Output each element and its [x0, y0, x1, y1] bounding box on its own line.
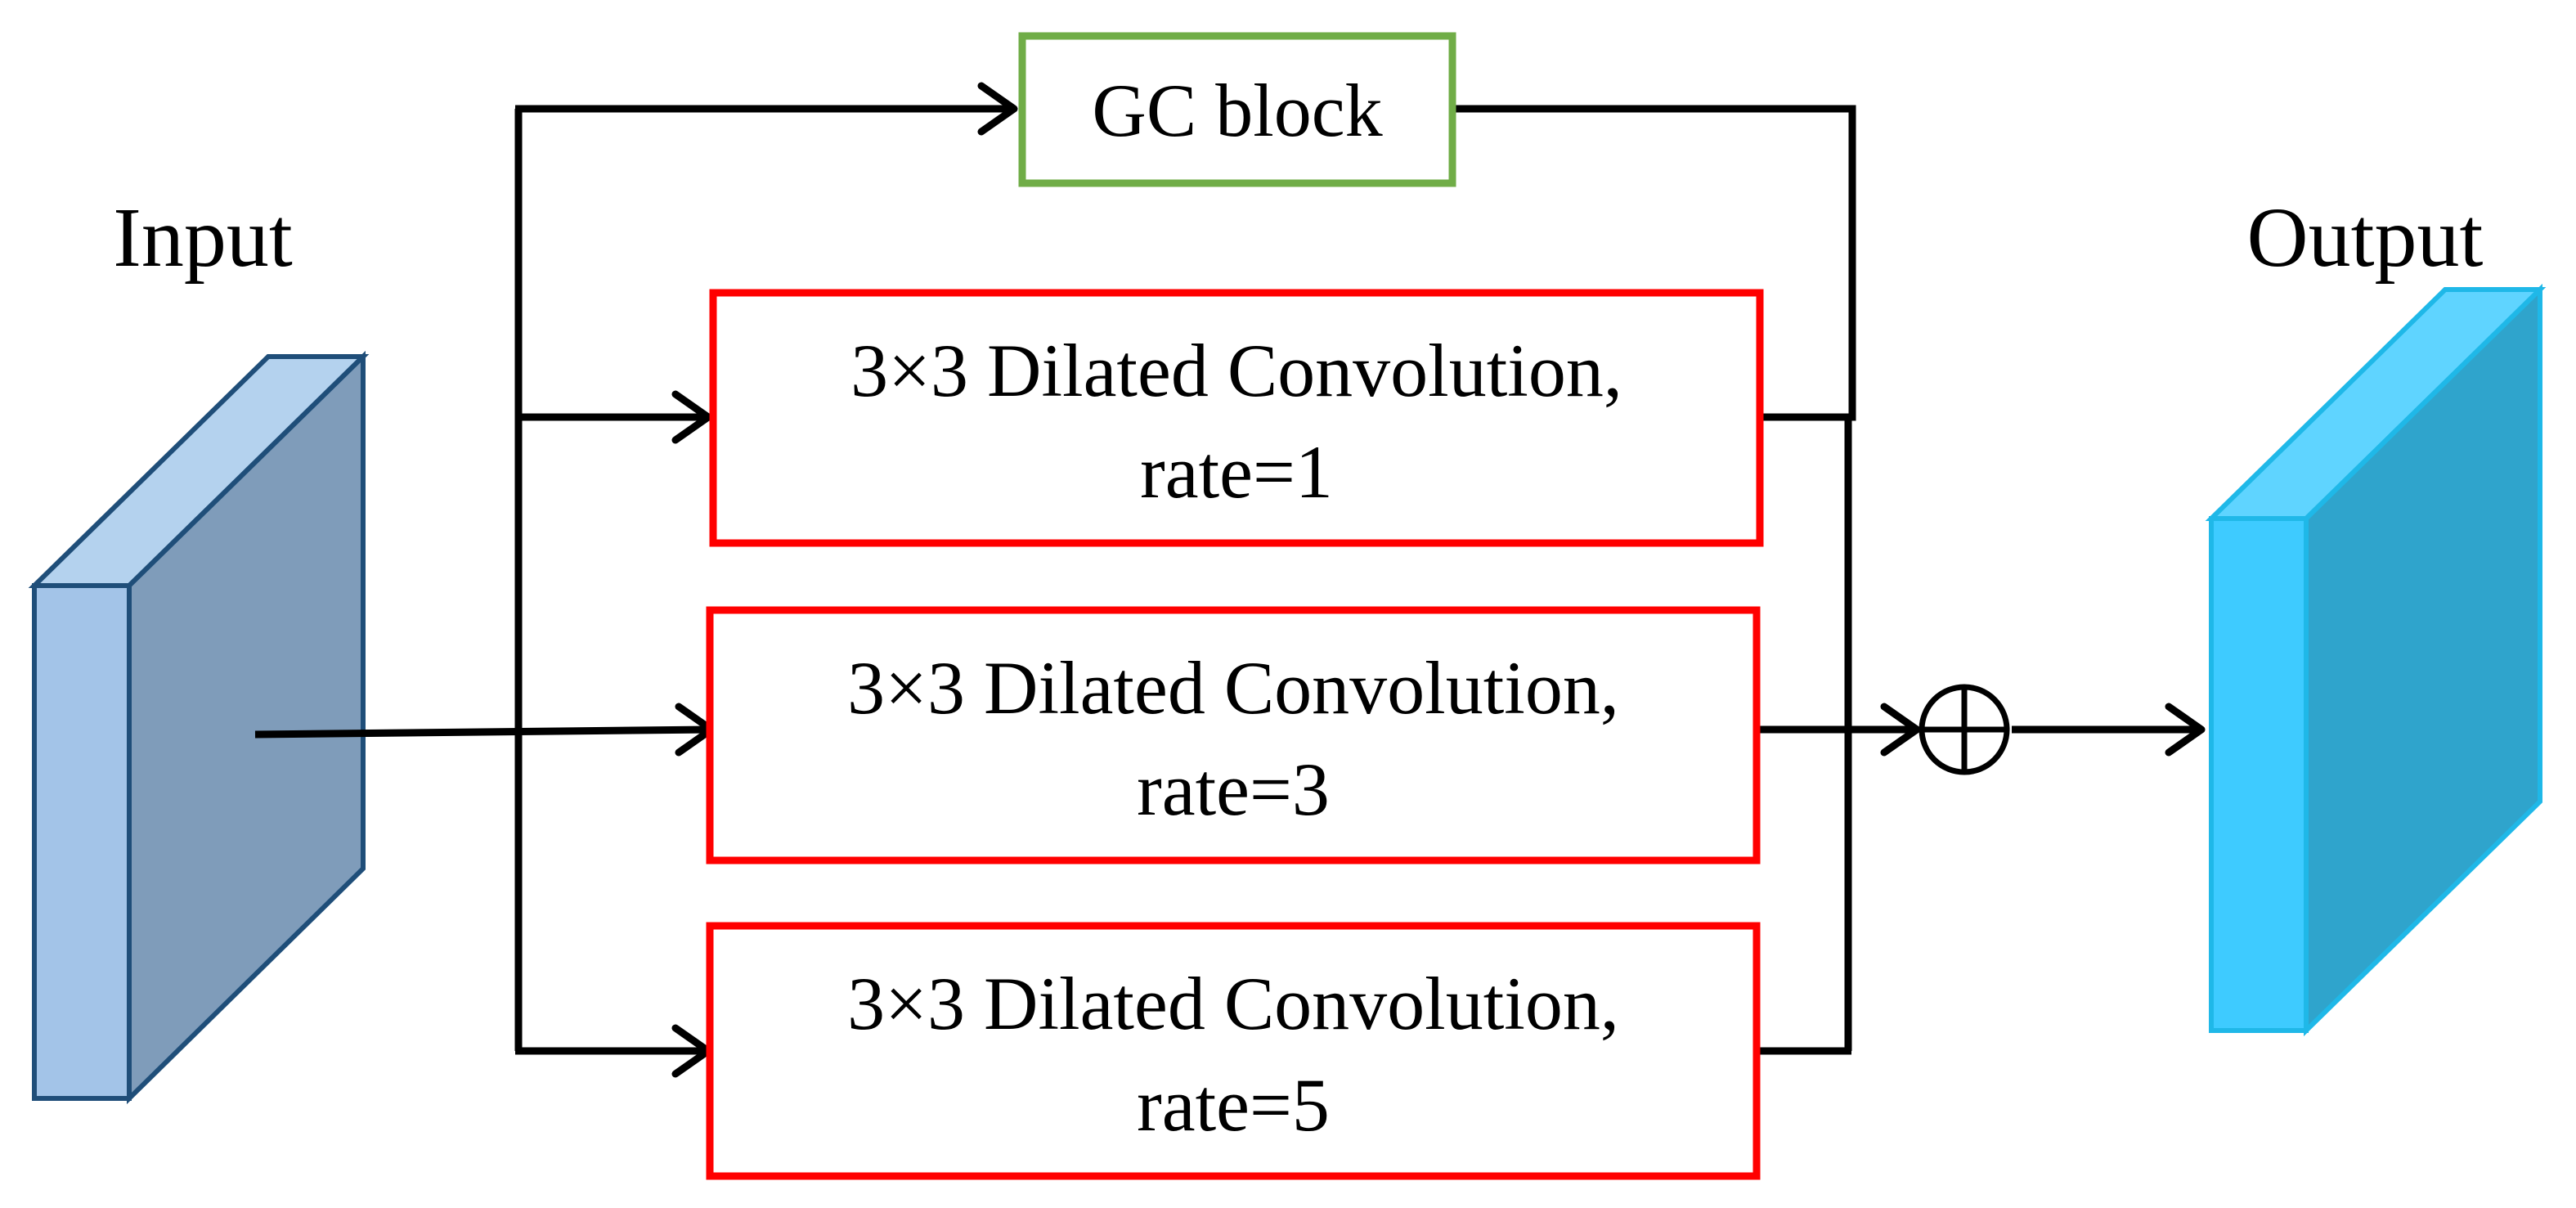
conv-block-title: 3×3 Dilated Convolution, — [847, 646, 1619, 730]
input-block-front-face — [32, 583, 132, 1101]
output-block-front-face — [2209, 516, 2309, 1033]
conv-block-rate-1: 3×3 Dilated Convolution, rate=1 — [709, 289, 1764, 547]
conv-block-rate-5: 3×3 Dilated Convolution, rate=5 — [706, 922, 1761, 1180]
conv-block-rate-3: 3×3 Dilated Convolution, rate=3 — [706, 606, 1761, 864]
arrow-to-conv1 — [671, 390, 712, 444]
conv-block-rate: rate=3 — [1137, 748, 1330, 831]
gc-block-box — [1018, 32, 1456, 187]
gc-block-label: GC block — [1092, 69, 1382, 152]
input-main-line — [254, 725, 712, 739]
arrow-to-sum — [1880, 703, 1921, 757]
conv-block-rate: rate=5 — [1137, 1063, 1330, 1147]
conv-block-box — [706, 606, 1761, 864]
input-feature-block — [28, 350, 370, 1105]
connector-lines — [254, 105, 2201, 1055]
gc-output-line — [1452, 105, 1856, 421]
conv-block-box — [709, 289, 1764, 547]
conv-block-title: 3×3 Dilated Convolution, — [850, 329, 1622, 412]
arrow-to-gc-block — [977, 82, 1018, 136]
gc-block: GC block — [1018, 32, 1456, 187]
arrow-to-output — [2165, 703, 2206, 757]
output-feature-block — [2205, 283, 2547, 1037]
conv-block-title: 3×3 Dilated Convolution, — [847, 962, 1619, 1045]
input-label: Input — [113, 191, 293, 285]
conv-block-box — [706, 922, 1761, 1180]
conv-block-rate: rate=1 — [1140, 430, 1333, 514]
output-label: Output — [2247, 191, 2484, 285]
sum-circle-plus-icon — [1919, 684, 2010, 775]
